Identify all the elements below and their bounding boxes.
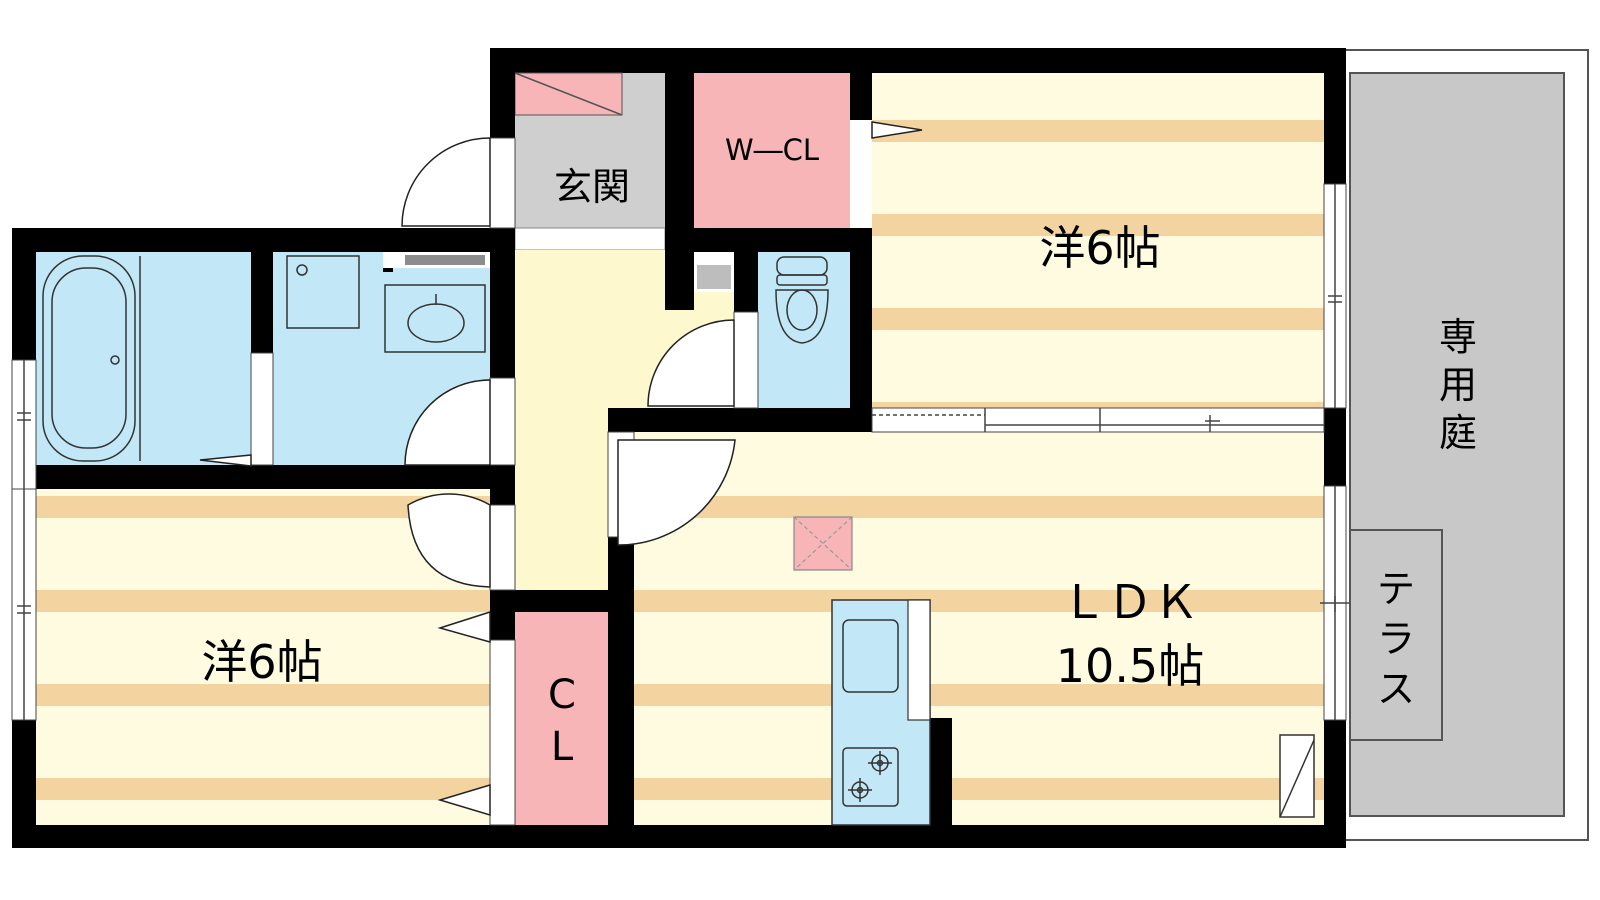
refrigerator-icon (1279, 734, 1315, 818)
closet-label-c: C (548, 672, 576, 718)
terrace-label-3: ス (1377, 667, 1415, 711)
door-swing-icon (401, 137, 736, 588)
garden-label-3: 庭 (1439, 411, 1477, 455)
bathroom (36, 252, 251, 465)
terrace-label-1: テ (1377, 567, 1415, 611)
western-room-north (872, 73, 1324, 408)
western-room-north-label: 洋6帖 (1039, 221, 1160, 275)
garden-label-2: 用 (1439, 363, 1477, 407)
bathtub-icon (42, 255, 141, 462)
ldk (634, 432, 1324, 825)
ldk-label: ＬＤＫ (1061, 575, 1199, 629)
closet-label-l: L (551, 724, 574, 770)
western-room-south-label: 洋6帖 (201, 635, 322, 689)
washbasin-icon (384, 284, 486, 353)
western-room-south (36, 489, 490, 825)
sink-icon (842, 619, 899, 693)
washing-machine-icon (286, 255, 360, 329)
garden-label-1: 専 (1439, 315, 1477, 359)
stove-icon (842, 747, 899, 807)
storage-hatch-icon (793, 516, 853, 571)
closet (515, 612, 610, 825)
terrace (1349, 529, 1443, 741)
walk-in-closet (694, 73, 850, 228)
ldk-size-label: 10.5帖 (1056, 639, 1204, 693)
terrace-label-2: ラ (1377, 617, 1415, 661)
toilet-icon (775, 256, 829, 344)
entrance-label: 玄関 (554, 165, 630, 209)
walk-in-closet-label: W―CL (725, 133, 819, 167)
